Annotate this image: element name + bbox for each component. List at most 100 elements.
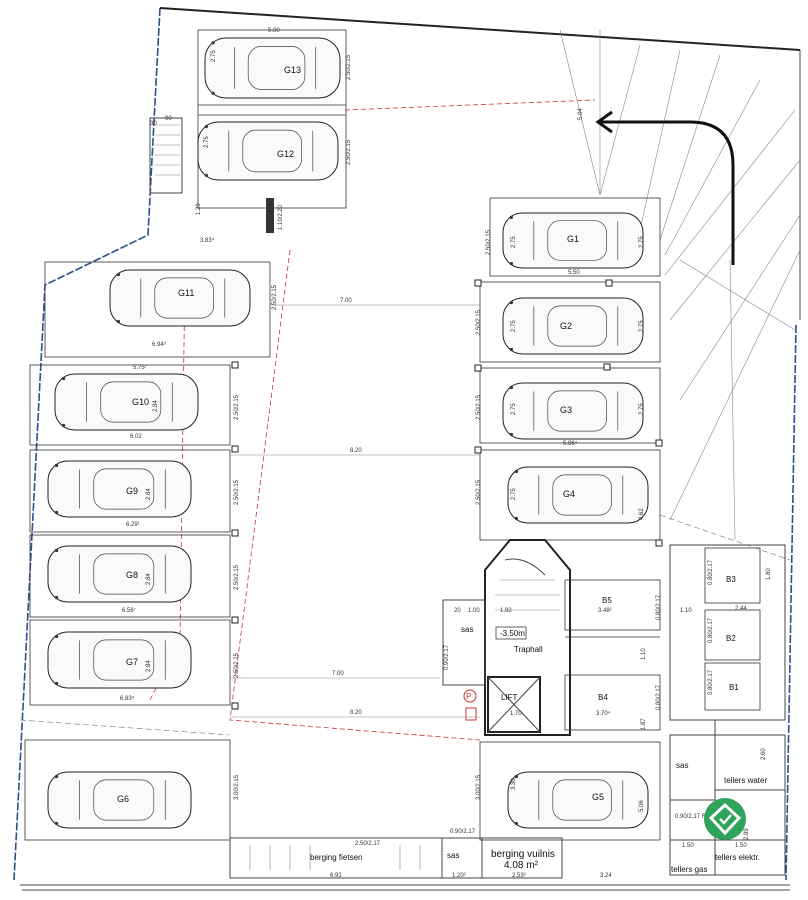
- svg-text:6.29¹: 6.29¹: [126, 522, 140, 528]
- svg-text:3.00/2.15: 3.00/2.15: [476, 774, 482, 800]
- svg-text:5.00: 5.00: [268, 28, 280, 34]
- garage-label-g3: G3: [560, 405, 572, 415]
- svg-text:2.50/2.15: 2.50/2.15: [476, 309, 482, 335]
- room-label-sas-bottom: sas: [447, 851, 459, 860]
- room-label-fietsen: berging fietsen: [310, 853, 362, 862]
- garage-label-g7: G7: [126, 657, 138, 667]
- svg-text:0.90/2.17: 0.90/2.17: [444, 644, 450, 670]
- garage-label-g5: G5: [592, 792, 604, 802]
- room-label-sas-left: sas: [461, 625, 473, 634]
- car-icon: [47, 771, 192, 829]
- svg-text:P: P: [466, 692, 471, 701]
- svg-text:2.75: 2.75: [639, 320, 645, 332]
- room-label-lift: LIFT: [501, 693, 518, 702]
- svg-text:0.80/2.17: 0.80/2.17: [708, 559, 714, 585]
- svg-text:2.50/2.15: 2.50/2.15: [272, 284, 278, 310]
- access-ramp: [559, 29, 801, 541]
- garage-label-g12: G12: [277, 149, 294, 159]
- north-wall: [159, 7, 801, 51]
- svg-text:0.80/2.17: 0.80/2.17: [708, 669, 714, 695]
- car-icon: [507, 466, 649, 524]
- berging-label-b2: B2: [726, 634, 736, 643]
- svg-text:2.44: 2.44: [735, 606, 747, 612]
- room-label-tellers-water: tellers water: [724, 776, 767, 785]
- svg-text:5.75⁷: 5.75⁷: [133, 364, 147, 371]
- berging-label-b1: B1: [729, 683, 739, 692]
- car-icon: [109, 269, 251, 327]
- berging-label-b5: B5: [602, 596, 612, 605]
- svg-text:1.92: 1.92: [500, 608, 512, 614]
- car-icon: [502, 212, 644, 269]
- svg-text:1.80: 1.80: [766, 568, 772, 580]
- garage-label-g9: G9: [126, 486, 138, 496]
- svg-text:1.20²: 1.20²: [452, 873, 466, 879]
- svg-text:30: 30: [150, 121, 157, 127]
- svg-text:2.75: 2.75: [511, 320, 517, 332]
- svg-text:0.80/2.17: 0.80/2.17: [708, 617, 714, 643]
- car-icon: [54, 373, 199, 431]
- svg-text:1.10/2.20: 1.10/2.20: [278, 204, 284, 230]
- dim-aisle-bottom: 8.20: [350, 710, 362, 716]
- svg-text:3.30: 3.30: [511, 778, 517, 790]
- room-label-traphall: Traphall: [514, 645, 543, 654]
- svg-text:2.75: 2.75: [511, 488, 517, 500]
- svg-text:3.24: 3.24: [600, 873, 612, 879]
- svg-text:1.10: 1.10: [680, 608, 692, 614]
- svg-text:2.60: 2.60: [761, 748, 767, 760]
- car-icon: [507, 771, 649, 829]
- svg-text:2.75: 2.75: [511, 403, 517, 415]
- lift-width: 1.70: [510, 711, 522, 717]
- entry-arrow-icon: [600, 120, 735, 265]
- svg-text:1.50: 1.50: [735, 843, 747, 849]
- svg-text:2.50/2.15: 2.50/2.15: [486, 229, 492, 255]
- svg-text:2.75: 2.75: [511, 236, 517, 248]
- car-icon: [47, 460, 192, 518]
- garage-label-g6: G6: [117, 794, 129, 804]
- svg-text:2.84: 2.84: [153, 400, 159, 412]
- svg-text:2.50/2.15: 2.50/2.15: [346, 139, 352, 165]
- stair-core: [442, 539, 571, 736]
- garage-label-g2: G2: [560, 321, 572, 331]
- svg-text:2.50/2.17: 2.50/2.17: [355, 841, 381, 847]
- room-label-tellers-gas: tellers gas: [671, 865, 707, 874]
- svg-text:2.75: 2.75: [204, 136, 210, 148]
- svg-text:2.75: 2.75: [639, 236, 645, 248]
- parking-marker-icon: [463, 689, 477, 703]
- brand-logo-icon: [704, 798, 746, 840]
- svg-text:2.50/2.15: 2.50/2.15: [234, 564, 240, 590]
- dim-90: 90: [165, 116, 172, 122]
- svg-text:2.84: 2.84: [146, 573, 152, 585]
- svg-text:2.50/2.15: 2.50/2.15: [234, 479, 240, 505]
- svg-text:0.90/2.17 RF60: 0.90/2.17 RF60: [675, 814, 717, 820]
- svg-text:6.02: 6.02: [130, 434, 142, 440]
- dim-aisle-mid: 8.20: [350, 448, 362, 454]
- dim-ramp: 5.04: [578, 108, 584, 120]
- car-icon: [47, 631, 192, 689]
- room-label-sas-right: sas: [676, 761, 688, 770]
- svg-text:2.53³: 2.53³: [512, 873, 526, 879]
- svg-text:0.90/2.17: 0.90/2.17: [450, 829, 476, 835]
- svg-text:2.89: 2.89: [744, 828, 750, 840]
- svg-text:5.50: 5.50: [568, 270, 580, 276]
- svg-text:1.29: 1.29: [196, 203, 202, 215]
- garage-label-g1: G1: [567, 234, 579, 244]
- dim-aisle-lower: 7.00: [332, 671, 344, 677]
- svg-text:2.75: 2.75: [211, 50, 217, 62]
- svg-text:1.87: 1.87: [641, 718, 647, 730]
- berging-label-b4: B4: [598, 693, 608, 702]
- svg-text:1.10: 1.10: [641, 648, 647, 660]
- berging-label-b3: B3: [726, 575, 736, 584]
- property-edge-right: [785, 324, 797, 881]
- svg-text:0.80/2.17: 0.80/2.17: [656, 684, 662, 710]
- room-label-level: -3.50m: [500, 629, 525, 638]
- svg-text:5.86⁴: 5.86⁴: [563, 440, 578, 447]
- svg-text:2.50/2.15: 2.50/2.15: [234, 394, 240, 420]
- svg-text:2.50/2.15: 2.50/2.15: [346, 54, 352, 80]
- svg-text:2.50/2.15: 2.50/2.15: [476, 394, 482, 420]
- dim-aisle-top: 7.00: [340, 298, 352, 304]
- svg-text:6.94³: 6.94³: [152, 342, 166, 348]
- svg-text:3.48²: 3.48²: [598, 608, 612, 614]
- car-icon: [502, 382, 644, 440]
- car-icon: [197, 121, 339, 181]
- dim-383: 3.83⁴: [200, 237, 215, 244]
